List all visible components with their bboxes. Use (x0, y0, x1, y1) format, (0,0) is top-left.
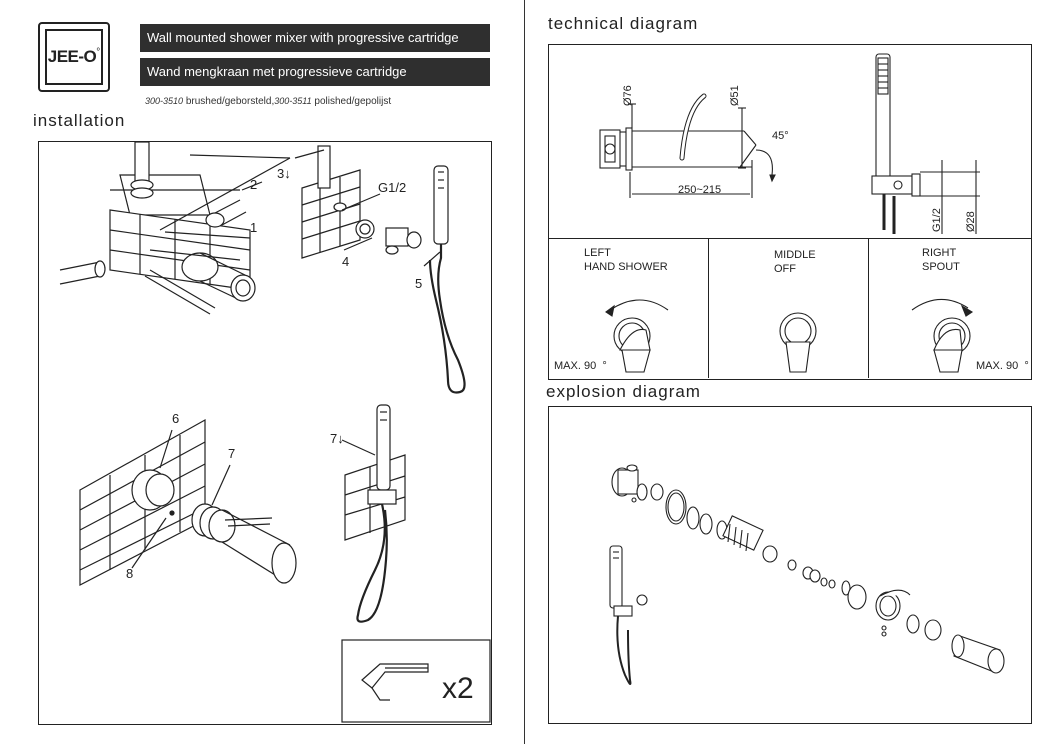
thread-label: G1/2 (378, 180, 407, 195)
step-7-label: 7 (228, 446, 236, 461)
finish-polished: polished/gepolijst (314, 96, 392, 107)
hand-shower-drawing (423, 165, 466, 394)
logo-mark: ° (96, 46, 101, 58)
step-4-label: 4 (342, 254, 350, 269)
page-divider (524, 0, 525, 744)
mode-left-max: MAX. 90 ° (554, 359, 607, 373)
step-2-label: 2 (250, 177, 258, 192)
mode-left-line1: LEFT (584, 247, 611, 259)
technical-divider-h (548, 238, 1032, 239)
mode-left-line2: HAND SHOWER (584, 261, 668, 273)
step-3-label: 3↓ (277, 166, 291, 181)
mode-right-line2: SPOUT (922, 261, 960, 273)
mode-middle-line2: OFF (774, 263, 796, 275)
step-8-label: 8 (126, 566, 134, 581)
exploded-hand-shower (609, 545, 648, 685)
installation-title: installation (33, 111, 126, 130)
step-1-label: 1 (250, 220, 258, 235)
dim-length: 250~215 (678, 184, 722, 196)
finish-brushed: brushed/geborsteld, (185, 96, 275, 107)
exploded-parts (611, 464, 1005, 674)
code-brushed: 300-3510 (145, 96, 184, 106)
logo-text: JEE-O (47, 47, 97, 66)
code-polished: 300-3511 (274, 96, 312, 106)
technical-divider-v2 (868, 238, 869, 378)
mode-right-label: RIGHT SPOUT (922, 246, 960, 274)
dial-right (911, 298, 974, 373)
wall-pipe-drawing (159, 145, 381, 259)
dial-middle (779, 312, 817, 373)
mode-middle-label: MIDDLE OFF (774, 248, 816, 276)
allen-key-count: x2 (442, 672, 474, 705)
title-english: Wall mounted shower mixer with progressi… (140, 24, 490, 52)
technical-panel (548, 44, 1032, 380)
mode-right-max: MAX. 90 ° (976, 359, 1029, 373)
technical-divider-v1 (708, 238, 709, 378)
step-6-label: 6 (172, 411, 180, 426)
allen-key-drawing (361, 663, 429, 701)
mode-left-max-text: MAX. 90 (554, 360, 597, 372)
spout-side-view (599, 93, 776, 198)
mode-right-line1: RIGHT (922, 247, 957, 259)
dial-left (605, 299, 669, 373)
wall-box-drawing (59, 141, 263, 315)
dim-angle: 45° (772, 130, 789, 142)
mode-left-max-deg: ° (602, 360, 607, 372)
hand-shower-front-view (871, 53, 980, 234)
product-codes: 300-3510 brushed/geborsteld,300-3511 pol… (145, 96, 391, 107)
title-dutch: Wand mengkraan met progressieve cartridg… (140, 58, 490, 86)
mode-right-max-deg: ° (1024, 360, 1029, 372)
mounted-hand-shower-drawing (341, 404, 406, 623)
mixer-mount-drawing (79, 418, 297, 586)
mode-right-max-text: MAX. 90 (976, 360, 1019, 372)
mode-middle-line1: MIDDLE (774, 249, 816, 261)
step-7-arrow-label: 7↓ (330, 431, 344, 446)
mode-left-label: LEFT HAND SHOWER (584, 246, 668, 274)
step-5-label: 5 (415, 276, 423, 291)
technical-diagram-title: technical diagram (548, 14, 699, 33)
brand-logo: JEE-O° (38, 22, 110, 92)
explosion-diagram-title: explosion diagram (546, 382, 701, 401)
elbow-fitting-drawing (343, 219, 422, 255)
